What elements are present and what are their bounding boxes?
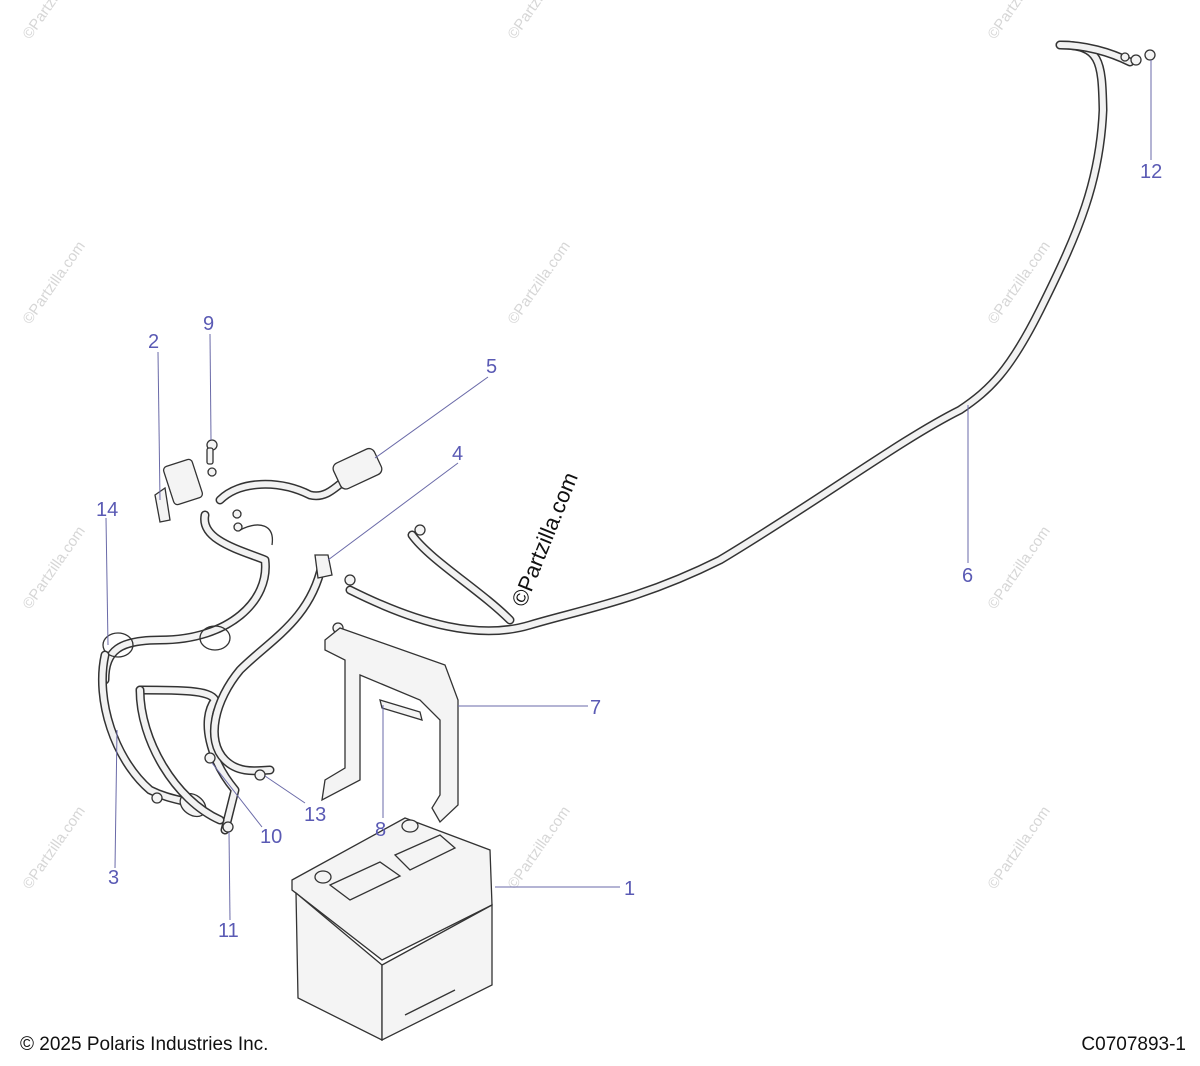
- watermark: ©Partzilla.com: [984, 0, 1054, 42]
- battery: [291, 817, 493, 1042]
- callout-6: 6: [962, 565, 973, 587]
- callout-1: 1: [624, 878, 635, 900]
- watermark: ©Partzilla.com: [19, 238, 89, 327]
- center-watermark: ©Partzilla.com: [506, 469, 582, 610]
- callout-11: 11: [218, 920, 239, 942]
- callout-5: 5: [486, 356, 497, 378]
- callout-4: 4: [452, 443, 463, 465]
- watermark: ©Partzilla.com: [984, 523, 1054, 612]
- solenoid: [154, 458, 243, 532]
- watermark: ©Partzilla.com: [19, 803, 89, 892]
- positive-cable: [209, 554, 333, 776]
- callout-10: 10: [260, 826, 282, 848]
- watermark: ©Partzilla.com: [984, 238, 1054, 327]
- callout-12: 12: [1140, 161, 1162, 183]
- callout-3: 3: [108, 867, 119, 889]
- watermark: ©Partzilla.com: [504, 0, 574, 42]
- callout-9: 9: [203, 313, 214, 335]
- leader-lines: [105, 60, 1152, 921]
- hardware: [151, 49, 1156, 833]
- battery-bracket: [321, 627, 459, 824]
- watermark: ©Partzilla.com: [984, 803, 1054, 892]
- callout-13: 13: [304, 804, 326, 826]
- drawing-number: C0707893-1: [1081, 1034, 1186, 1055]
- fuse-holder-cable: [100, 447, 383, 685]
- long-battery-cable: [344, 40, 1142, 636]
- callout-2: 2: [148, 331, 159, 353]
- callout-8: 8: [375, 819, 386, 841]
- negative-cable: [97, 650, 240, 835]
- watermark: ©Partzilla.com: [19, 0, 89, 42]
- callout-14: 14: [96, 499, 118, 521]
- watermark: ©Partzilla.com: [19, 523, 89, 612]
- watermark: ©Partzilla.com: [504, 238, 574, 327]
- callouts: 1 2 3 4 5 6 7 8 9 10 11 12 13 14: [96, 161, 1162, 942]
- callout-7: 7: [590, 697, 601, 719]
- watermark: ©Partzilla.com: [504, 803, 574, 892]
- copyright-text: © 2025 Polaris Industries Inc.: [20, 1034, 269, 1055]
